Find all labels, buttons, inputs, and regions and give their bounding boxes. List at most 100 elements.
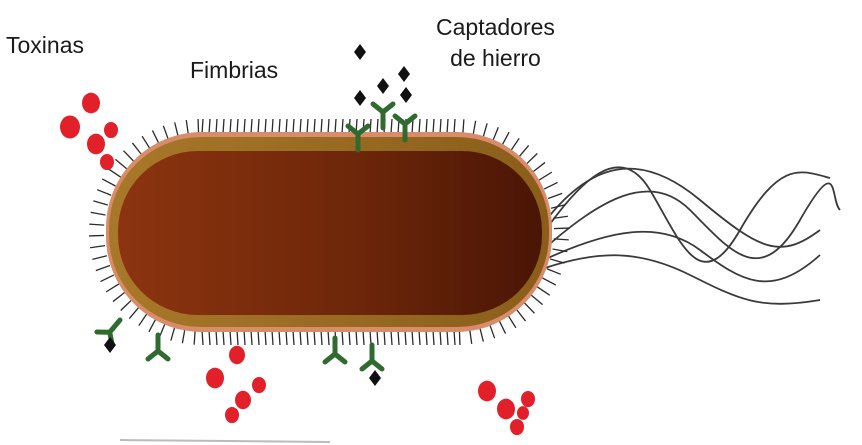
fimbria-hair <box>426 119 427 134</box>
cell-highlight <box>120 440 330 442</box>
fimbria-hair <box>543 278 556 285</box>
fimbria-hair <box>223 330 224 345</box>
fimbria-hair <box>502 132 509 145</box>
toxin-dot <box>229 346 245 364</box>
fimbria-hair <box>258 330 259 345</box>
flagellum <box>540 167 830 262</box>
fimbria-hair <box>391 330 392 345</box>
fimbria-hair <box>89 235 104 236</box>
label-fimbrias: Fimbrias <box>190 55 278 86</box>
fimbria-hair <box>258 119 259 134</box>
fimbria-hair <box>526 154 537 164</box>
fimbria-hair <box>202 330 203 345</box>
fimbria-hair <box>377 119 378 134</box>
flagella <box>540 167 840 304</box>
toxin-dot <box>87 134 105 155</box>
receptor-y <box>373 104 393 128</box>
fimbria-hair <box>511 138 519 150</box>
fimbria-hair <box>377 330 378 345</box>
fimbria-hair <box>440 119 441 134</box>
fimbria-hair <box>426 330 427 345</box>
fimbria-hair <box>92 256 107 260</box>
iron-diamond <box>104 337 116 353</box>
toxin-dot <box>206 368 224 389</box>
fimbria-hair <box>230 330 231 345</box>
fimbria-hair <box>142 136 150 149</box>
receptor-y <box>362 345 382 369</box>
receptor-arm <box>158 351 168 359</box>
fimbria-hair <box>124 151 134 162</box>
fimbria-hair <box>171 326 175 340</box>
fimbria-hair <box>447 330 448 345</box>
fimbria-hair <box>547 269 561 275</box>
fimbria-hair <box>470 329 472 344</box>
fimbria-hair <box>139 313 147 325</box>
fimbria-hair <box>440 330 441 345</box>
toxin-dot <box>252 377 266 393</box>
label-captadores-de-hierro: Captadores de hierro <box>436 12 555 74</box>
fimbria-hair <box>524 302 534 313</box>
fimbria-hair <box>537 287 549 295</box>
fimbria-hair <box>286 330 287 345</box>
fimbria-hair <box>121 300 132 310</box>
fimbria-hair <box>447 119 448 134</box>
fimbria-hair <box>335 119 336 134</box>
toxin-dot <box>478 381 496 402</box>
fimbria-hair <box>115 159 126 169</box>
toxin-dot <box>235 391 251 409</box>
fimbria-hair <box>384 330 385 345</box>
fimbria-hair <box>100 275 113 282</box>
fimbria-hair <box>216 330 217 345</box>
fimbria-hair <box>91 212 106 215</box>
toxin-dot <box>100 154 114 170</box>
fimbria-hair <box>544 182 557 189</box>
fimbria-hair <box>209 330 210 345</box>
fimbria-hair <box>349 330 350 345</box>
receptor-y <box>148 335 168 359</box>
fimbria-hair <box>265 119 266 134</box>
fimbria-hair <box>419 119 420 134</box>
fimbria-hair <box>499 320 506 333</box>
receptor-arm <box>372 361 382 369</box>
fimbria-hair <box>198 119 199 134</box>
fimbria-hair <box>314 119 315 134</box>
fimbria-hair <box>106 284 119 292</box>
fimbria-hair <box>550 259 564 263</box>
fimbria-hair <box>175 122 179 137</box>
fimbria-hair <box>391 119 392 134</box>
fimbria-hair <box>251 330 252 345</box>
iron-diamond <box>354 90 366 106</box>
fimbria-hair <box>463 119 464 134</box>
receptor-arm <box>335 354 345 362</box>
fimbria-hair <box>244 119 245 134</box>
toxin-dot <box>82 93 100 114</box>
fimbria-hair <box>300 330 301 345</box>
toxin-dot <box>517 406 529 420</box>
fimbria-hair <box>419 330 420 345</box>
fimbria-hair <box>293 330 294 345</box>
fimbria-hair <box>272 119 273 134</box>
fimbria-hair <box>533 162 545 171</box>
receptor-arm <box>383 104 393 112</box>
fimbria-hair <box>483 123 487 137</box>
fimbria-hair <box>160 323 166 337</box>
fimbria-hair <box>237 330 238 345</box>
toxin-dot <box>60 116 80 139</box>
fimbria-hair <box>300 119 301 134</box>
fimbria-hair <box>519 145 529 156</box>
fimbria-hair <box>539 172 552 180</box>
toxin-dot <box>510 419 524 435</box>
fimbria-hair <box>342 119 343 134</box>
fimbria-hair <box>356 330 357 345</box>
fimbria-hair <box>307 330 308 345</box>
fimbria-hair <box>531 295 542 305</box>
fimbria-hair <box>328 330 329 345</box>
fimbria-hair <box>216 119 217 134</box>
fimbria-hair <box>149 319 156 332</box>
fimbria-hair <box>237 119 238 134</box>
iron-diamond <box>354 44 366 60</box>
fimbria-hair <box>433 119 434 134</box>
fimbria-hair <box>93 201 107 205</box>
fimbria-hair <box>328 119 329 134</box>
fimbria-hair <box>265 330 266 345</box>
